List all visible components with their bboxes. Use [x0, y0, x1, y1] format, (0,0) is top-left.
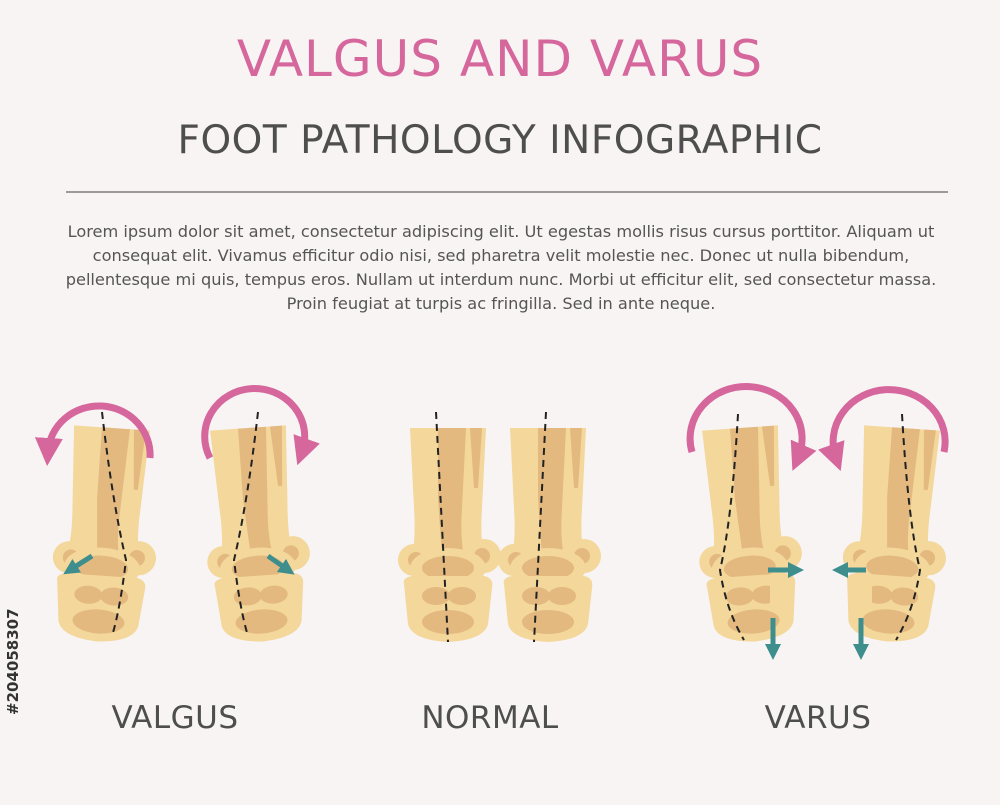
varus-right-foot: [837, 413, 955, 646]
valgus-left-outward-arrow: [63, 553, 94, 575]
varus-right-rotation-arrow: [818, 386, 949, 472]
description-text: Lorem ipsum dolor sit amet, consectetur …: [65, 222, 937, 313]
label-varus: VARUS: [764, 700, 872, 736]
label-valgus: VALGUS: [111, 700, 239, 736]
varus-left-foot: [690, 413, 808, 645]
valgus-left-rotation-arrow: [34, 402, 154, 466]
page-subtitle: FOOT PATHOLOGY INFOGRAPHIC: [177, 118, 823, 163]
varus-left-rotation-arrow: [686, 383, 817, 471]
normal-left-foot: [398, 411, 501, 643]
valgus-right-rotation-arrow: [201, 385, 320, 466]
page-title: VALGUS AND VARUS: [236, 30, 764, 88]
valgus-right-foot: [198, 411, 316, 645]
label-normal: NORMAL: [421, 700, 559, 736]
normal-right-foot: [498, 411, 601, 643]
valgus-right-outward-arrow: [266, 553, 295, 575]
header-divider: [66, 191, 948, 193]
